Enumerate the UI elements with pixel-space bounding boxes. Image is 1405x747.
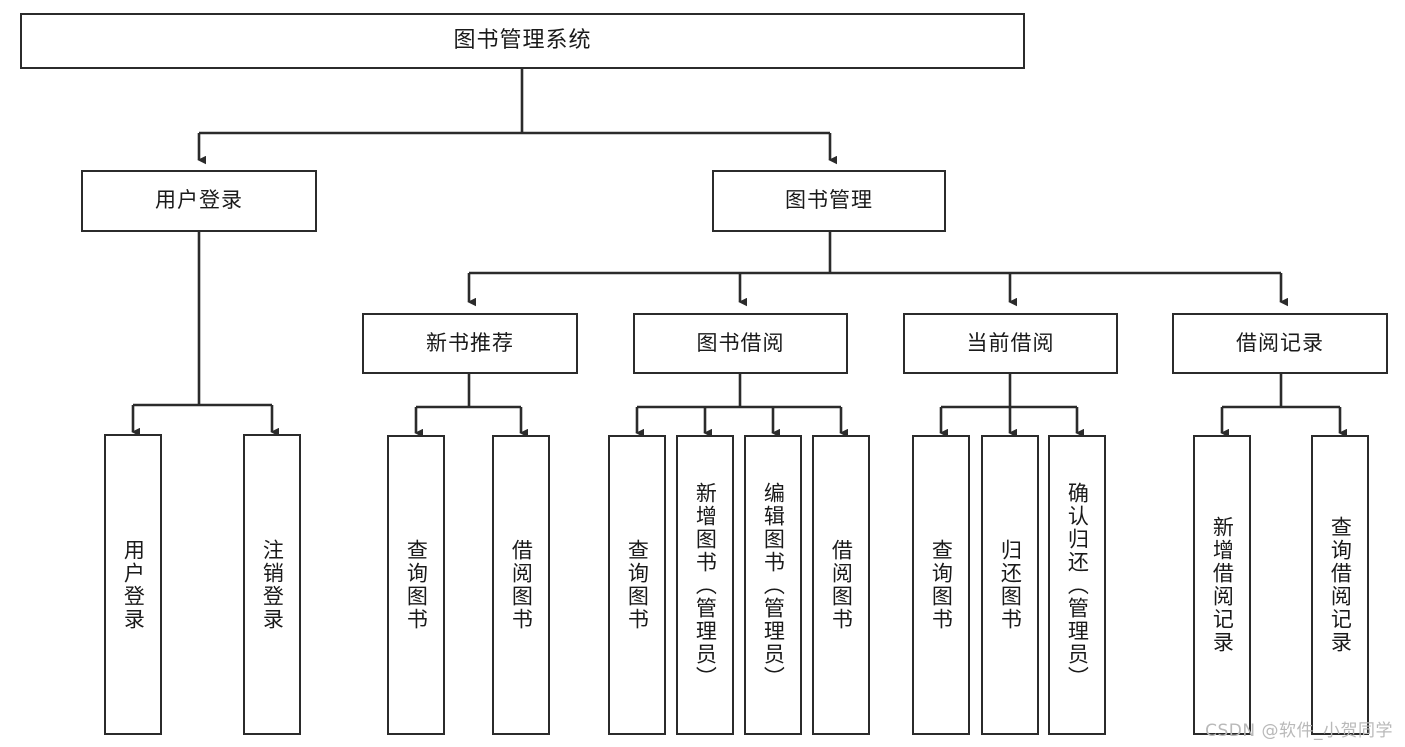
node-user-login-label: 用户登录	[155, 188, 243, 213]
node-borrow-record[interactable]: 借阅记录	[1172, 313, 1388, 374]
leaf-add-borrow-record[interactable]: 新增借阅记录	[1193, 435, 1251, 735]
leaf-borrow-book[interactable]: 借阅图书	[812, 435, 870, 735]
leaf-logout-login-label: 注销登录	[260, 538, 285, 631]
leaf-query-borrow-record[interactable]: 查询借阅记录	[1311, 435, 1369, 735]
leaf-query-borrow-record-label: 查询借阅记录	[1328, 516, 1353, 654]
node-current-borrow-label: 当前借阅	[966, 330, 1055, 355]
node-user-login[interactable]: 用户登录	[81, 170, 317, 232]
leaf-edit-book-admin-label: 编辑图书（管理员）	[761, 481, 786, 689]
leaf-return-book[interactable]: 归还图书	[981, 435, 1039, 735]
leaf-user-login-label: 用户登录	[121, 538, 146, 631]
node-root-label: 图书管理系统	[453, 27, 592, 53]
node-new-book-recommend-label: 新书推荐	[426, 330, 514, 355]
leaf-current-query-book[interactable]: 查询图书	[912, 435, 970, 735]
leaf-borrow-book-label: 借阅图书	[829, 539, 854, 631]
node-current-borrow[interactable]: 当前借阅	[903, 313, 1118, 374]
leaf-new-book-query[interactable]: 查询图书	[387, 435, 445, 735]
node-book-management[interactable]: 图书管理	[712, 170, 946, 232]
node-book-management-label: 图书管理	[785, 188, 873, 213]
leaf-add-borrow-record-label: 新增借阅记录	[1210, 516, 1235, 654]
leaf-confirm-return-admin-label: 确认归还（管理员）	[1065, 481, 1090, 689]
leaf-borrow-query-book[interactable]: 查询图书	[608, 435, 666, 735]
node-book-borrow-label: 图书借阅	[696, 330, 785, 355]
leaf-add-book-admin-label: 新增图书（管理员）	[693, 481, 718, 689]
leaf-new-book-borrow-label: 借阅图书	[509, 539, 534, 631]
leaf-borrow-query-book-label: 查询图书	[625, 539, 650, 631]
leaf-user-login[interactable]: 用户登录	[104, 434, 162, 735]
node-book-borrow[interactable]: 图书借阅	[633, 313, 848, 374]
leaf-confirm-return-admin[interactable]: 确认归还（管理员）	[1048, 435, 1106, 735]
node-borrow-record-label: 借阅记录	[1236, 330, 1324, 355]
node-root-system[interactable]: 图书管理系统	[20, 13, 1025, 69]
csdn-watermark: CSDN @软件_小贺同学	[1205, 721, 1393, 741]
leaf-return-book-label: 归还图书	[998, 539, 1023, 631]
leaf-current-query-book-label: 查询图书	[929, 539, 954, 631]
leaf-logout-login[interactable]: 注销登录	[243, 434, 301, 735]
node-new-book-recommend[interactable]: 新书推荐	[362, 313, 578, 374]
leaf-add-book-admin[interactable]: 新增图书（管理员）	[676, 435, 734, 735]
leaf-new-book-query-label: 查询图书	[404, 539, 429, 631]
leaf-edit-book-admin[interactable]: 编辑图书（管理员）	[744, 435, 802, 735]
leaf-new-book-borrow[interactable]: 借阅图书	[492, 435, 550, 735]
